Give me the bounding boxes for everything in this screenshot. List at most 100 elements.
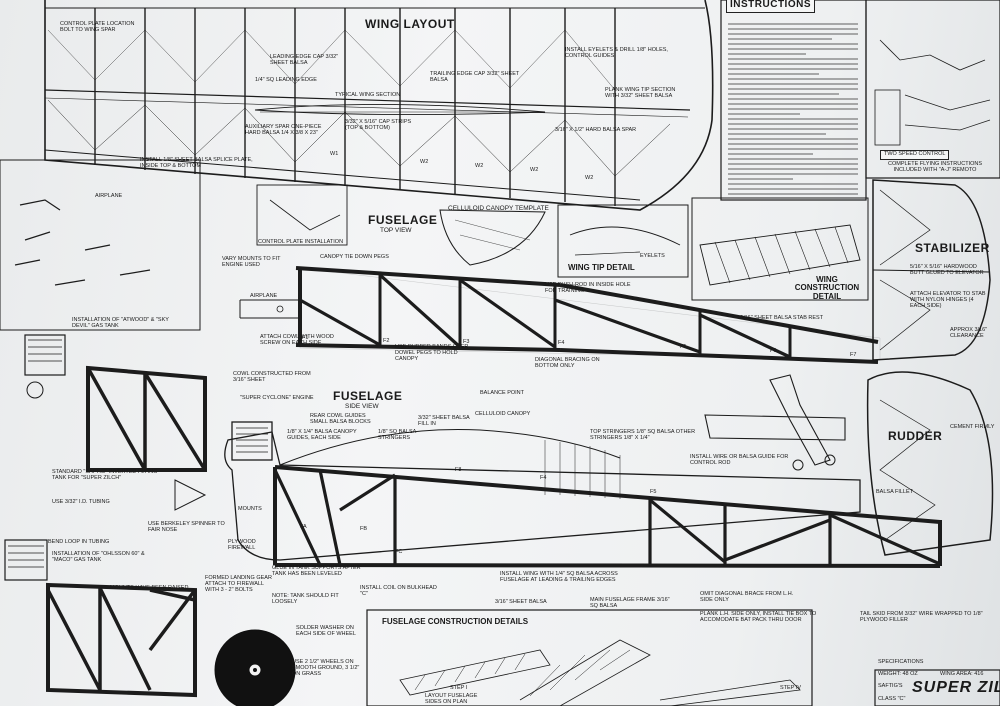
former-label: F2 bbox=[383, 338, 390, 344]
note-balsa-fillet: BALSA FILLET bbox=[876, 489, 913, 495]
instructions-text-block bbox=[728, 20, 858, 198]
note-airplane-top: AIRPLANE bbox=[95, 193, 123, 199]
note-diagonal-bracing: DIAGONAL BRACING ON BOTTOM ONLY bbox=[535, 357, 600, 369]
fuselage-top-cross-members bbox=[378, 272, 792, 359]
note-main-frame: MAIN FUSELAGE FRAME 3/16" SQ BALSA bbox=[590, 597, 670, 609]
note-solder-washer: SOLDER WASHER ON EACH SIDE OF WHEEL bbox=[296, 625, 356, 637]
tank-frame-lower bbox=[46, 582, 197, 698]
note-id-tubing: USE 3/32" I.D. TUBING bbox=[52, 499, 110, 505]
note-top-stringers: TOP STRINGERS 1/8" SQ BALSA OTHER STRING… bbox=[590, 429, 696, 441]
step-1-description: LAYOUT FUSELAGE SIDES ON PLAN bbox=[425, 693, 478, 705]
wing-outline bbox=[44, 0, 714, 211]
note-hard-balsa-spar: 3/16" X 1/2" HARD BALSA SPAR bbox=[555, 127, 637, 133]
note-sheet-balsa-fill: 3/32" SHEET BALSA FILL IN bbox=[418, 415, 470, 427]
note-install-eyelets: INSTALL EYELETS & DRILL 1/8" HOLES, CONT… bbox=[565, 47, 668, 59]
step-4-label: STEP IV bbox=[780, 685, 801, 691]
two-speed-control-label: TWO SPEED CONTROL bbox=[880, 150, 950, 160]
note-trailing-edge-cap: TRAILING EDGE CAP 3/32" SHEET BALSA bbox=[430, 71, 520, 83]
note-rear-cowl-guides: REAR COWL GUIDES SMALL BALSA BLOCKS bbox=[310, 413, 371, 425]
fuselage-top-diagonals bbox=[299, 273, 791, 359]
former-label: F1 bbox=[302, 335, 309, 341]
note-install-wire: INSTALL WIRE OR BALSA GUIDE FOR CONTROL … bbox=[690, 454, 789, 466]
note-canopy-tie: CANOPY TIE DOWN PEGS bbox=[320, 254, 389, 260]
note-leading-edge-cap: LEADING EDGE CAP 3/32" SHEET BALSA bbox=[270, 54, 339, 66]
fuselage-side-title: FUSELAGE bbox=[333, 389, 403, 403]
spec-weight: WEIGHT: 48 OZ bbox=[878, 671, 918, 677]
note-hardwood-keys: 5/16" X 5/16" HARDWOOD BUTT GLUED TO ELE… bbox=[910, 264, 984, 276]
wing-tip-title: WING TIP DETAIL bbox=[568, 263, 635, 272]
canopy-template-title: CELLULOID CANOPY TEMPLATE bbox=[448, 205, 549, 212]
bulkhead-label: F5 bbox=[650, 489, 657, 495]
bulkhead-label: FA bbox=[300, 524, 307, 530]
note-splice-plate: INSTALL 1/8" SHEET BALSA SPLICE PLATE, I… bbox=[140, 157, 253, 169]
note-leading-edge: 1/4" SQ LEADING EDGE bbox=[255, 77, 317, 83]
note-push-rod: USE PUSH-ROD IN INSIDE HOLE FOR TRAINING bbox=[545, 282, 631, 294]
canopy-template bbox=[439, 209, 546, 266]
wing-ribs bbox=[94, 8, 616, 206]
specifications-frame bbox=[874, 669, 1000, 706]
rib-label: W2 bbox=[475, 163, 484, 169]
note-bend-loop: BEND LOOP IN TUBING bbox=[48, 539, 110, 545]
spinner bbox=[174, 479, 207, 511]
note-landing-gear: FORMED LANDING GEAR ATTACH TO FIREWALL W… bbox=[205, 575, 272, 593]
wing-spar-rear bbox=[44, 97, 689, 118]
wing-layout-title: WING LAYOUT bbox=[365, 17, 455, 31]
super-cyclone-engine bbox=[231, 421, 273, 461]
fuselage-top-title: FUSELAGE bbox=[368, 213, 438, 227]
fuselage-top-subtitle: TOP VIEW bbox=[380, 227, 412, 234]
note-airplane-side: AIRPLANE bbox=[250, 293, 278, 299]
former-label: F7 bbox=[850, 352, 857, 358]
note-balance-point: BALANCE POINT bbox=[480, 390, 525, 396]
wing-trailing-edge bbox=[44, 149, 641, 201]
model-name: SUPER ZILCH bbox=[912, 679, 1000, 696]
bulkhead-label: F8 bbox=[455, 467, 462, 473]
rib-label: W1 bbox=[330, 151, 339, 157]
note-vary-mounts: VARY MOUNTS TO FIT ENGINE USED bbox=[222, 256, 281, 268]
note-glue-tank: GLUE IN TANK SUPPORTS AFTER TANK HAS BEE… bbox=[272, 565, 361, 577]
note-balsa-stringers: 1/8" SQ BALSA STRINGERS bbox=[378, 429, 417, 441]
note-mounts-raised: MOUNTS HAVE BEEN RAISED bbox=[110, 585, 189, 591]
instructions-title: INSTRUCTIONS bbox=[726, 0, 815, 13]
stabilizer-title: STABILIZER bbox=[915, 241, 990, 255]
bulkhead-label: FB bbox=[360, 526, 368, 532]
note-super-cyclone: "SUPER CYCLONE" ENGINE bbox=[240, 395, 314, 401]
note-wing-tip-eyelets: EYELETS bbox=[640, 253, 665, 259]
fuselage-construction-frame bbox=[366, 609, 813, 706]
former-label: F6 bbox=[770, 348, 777, 354]
note-typical-wing-section: TYPICAL WING SECTION bbox=[335, 92, 401, 98]
note-plank-battery: PLANK L.H. SIDE ONLY, INSTALL TIE BOX TO… bbox=[700, 611, 817, 623]
note-clearance: APPROX 3/16" CLEARANCE bbox=[950, 327, 988, 339]
note-auxiliary-spar: AUXILIARY SPAR ONE-PIECE HARD BALSA 1/4 … bbox=[245, 124, 322, 136]
note-attach-elevator: ATTACH ELEVATOR TO STAB WITH NYLON HINGE… bbox=[910, 291, 986, 309]
wing-construction-frame bbox=[691, 197, 869, 301]
wing-lattice-upper bbox=[47, 29, 616, 91]
note-ohlsson-tank: INSTALLATION OF "OHLSSON 60" & "MACO" GA… bbox=[52, 551, 145, 563]
note-plywood-firewall: PLYWOOD FIREWALL bbox=[228, 539, 256, 551]
fuselage-construction-title: FUSELAGE CONSTRUCTION DETAILS bbox=[382, 617, 529, 626]
fuselage-top-longeron-upper bbox=[295, 266, 561, 287]
wing-construction-title: WING CONSTRUCTION DETAIL bbox=[794, 275, 860, 301]
former-label: F5 bbox=[680, 344, 687, 350]
fuselage-side-longeron-upper bbox=[274, 465, 941, 524]
fuselage-side-longeron-lower bbox=[274, 563, 941, 568]
spec-wing-area: WING AREA: 416 bbox=[940, 671, 984, 677]
rib-label: W2 bbox=[585, 175, 594, 181]
rudder-title: RUDDER bbox=[888, 429, 943, 443]
note-cowl-constructed: COWL CONSTRUCTED FROM 3/16" SHEET bbox=[233, 371, 311, 383]
note-balsa-canopy-guides: 1/8" X 1/4" BALSA CANOPY GUIDES, EACH SI… bbox=[287, 429, 357, 441]
note-mounts: MOUNTS bbox=[238, 506, 262, 512]
control-plate-frame bbox=[256, 184, 348, 246]
canopy-line bbox=[279, 428, 621, 466]
atwood-engine bbox=[24, 334, 66, 376]
control-detail-frame bbox=[865, 0, 1000, 179]
fuselage-side-subtitle: SIDE VIEW bbox=[345, 403, 379, 410]
note-stab-rest: 3/16" SHEET BALSA STAB REST bbox=[740, 315, 824, 321]
fuselage-top-longeron-lower bbox=[295, 343, 561, 352]
wing-spar bbox=[44, 89, 691, 111]
bulkhead-label: FC bbox=[395, 549, 403, 555]
note-sheet-balsa-bottom: 3/16" SHEET BALSA bbox=[495, 599, 547, 605]
class-label: CLASS "C" bbox=[878, 696, 906, 702]
fuselage-side-diagonals bbox=[273, 469, 941, 566]
